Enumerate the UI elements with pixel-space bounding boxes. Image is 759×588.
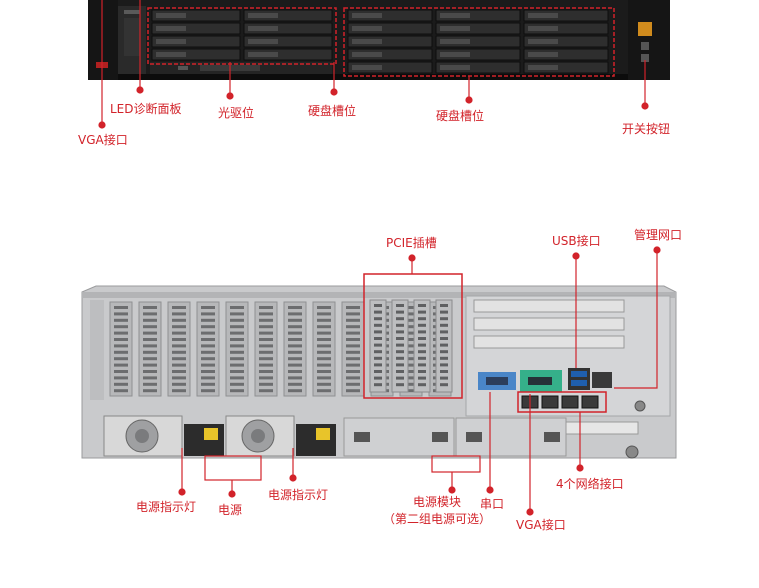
label-power: 电源: [218, 503, 243, 517]
vent-column: [109, 301, 133, 397]
label-vga-rear: VGA接口: [516, 518, 566, 532]
hdd-bay: [435, 48, 521, 61]
hdd-bay: [523, 61, 609, 74]
front-leader-lines: [98, 0, 649, 129]
front-panel: [88, 0, 670, 80]
hdd-bay: [347, 35, 433, 48]
hdd-bay: [435, 22, 521, 35]
hdd-bay: [347, 22, 433, 35]
label-psu-module: 电源模块 （第二组电源可选）: [372, 494, 502, 528]
label-power-switch: 开关按钮: [622, 122, 671, 136]
label-optical: 光驱位: [218, 106, 255, 120]
label-psu-led-right: 电源指示灯: [268, 488, 329, 502]
hdd-bay: [151, 22, 241, 35]
hdd-bay: [523, 35, 609, 48]
hdd-bay: [347, 9, 433, 22]
hdd-bay: [347, 61, 433, 74]
power-button-icon: [638, 22, 652, 36]
rear-leader-lines: [178, 246, 661, 516]
hdd-bay: [435, 61, 521, 74]
psu-right: [225, 415, 336, 457]
hdd-bay: [435, 35, 521, 48]
hdd-bay: [243, 9, 333, 22]
hdd-bay: [243, 22, 333, 35]
label-psu-led-left: 电源指示灯: [136, 500, 197, 514]
label-psu-module-line1: 电源模块: [412, 495, 461, 509]
hdd-bays-right: [347, 9, 609, 74]
network-port: [581, 395, 599, 409]
label-vga-front: VGA接口: [78, 133, 128, 147]
label-led-panel: LED诊断面板: [110, 102, 182, 116]
hdd-bay: [243, 48, 333, 61]
pcie-slot-covers: [369, 299, 453, 393]
label-psu-module-line2: （第二组电源可选）: [382, 512, 491, 526]
vent-column: [312, 301, 336, 397]
front-right-ear: [628, 0, 670, 80]
label-hdd-left: 硬盘槽位: [308, 104, 357, 118]
psu-left: [103, 415, 224, 457]
hdd-bay: [523, 48, 609, 61]
hdd-bay: [151, 48, 241, 61]
hdd-bays-left: [151, 9, 333, 61]
hdd-bay: [523, 22, 609, 35]
network-port: [541, 395, 559, 409]
label-serial: 串口: [480, 497, 505, 511]
vent-column: [225, 301, 249, 397]
vent-column: [138, 301, 162, 397]
label-mgmt: 管理网口: [634, 228, 683, 242]
hdd-bay: [151, 35, 241, 48]
vent-column: [254, 301, 278, 397]
vent-column: [196, 301, 220, 397]
label-network: 4个网络接口: [556, 477, 624, 491]
hdd-bay: [523, 9, 609, 22]
label-hdd-right: 硬盘槽位: [436, 109, 485, 123]
vent-column: [341, 301, 365, 397]
label-pcie: PCIE插槽: [386, 236, 437, 250]
vent-column: [283, 301, 307, 397]
hdd-bay: [151, 9, 241, 22]
hdd-bay: [243, 35, 333, 48]
hdd-bay: [435, 9, 521, 22]
network-port: [561, 395, 579, 409]
hdd-bay: [347, 48, 433, 61]
vent-column: [167, 301, 191, 397]
rear-panel: [81, 273, 677, 481]
label-usb: USB接口: [552, 234, 601, 248]
management-port: [592, 372, 612, 388]
